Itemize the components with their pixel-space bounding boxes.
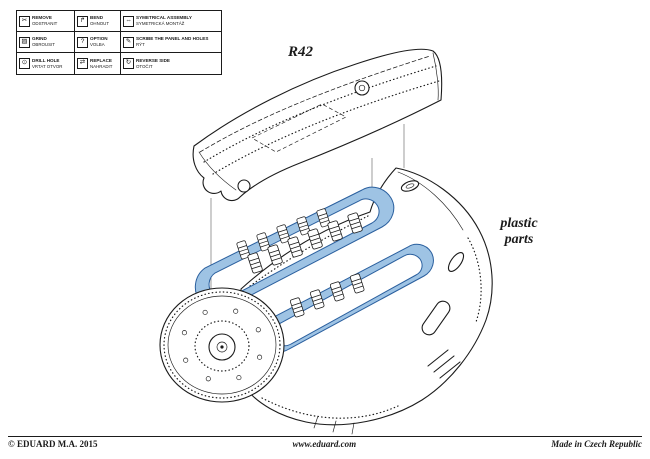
remove-icon: ✂	[19, 15, 30, 27]
legend-label-cz: OHNOUT	[90, 21, 110, 27]
bend-icon: ↱	[77, 15, 88, 27]
symmetry-icon: ⇔	[123, 15, 134, 27]
legend-label-en: BEND	[90, 15, 104, 21]
legend-label-en: DRILL HOLE	[32, 57, 60, 63]
legend-item-option: ? OPTION VOLBA	[75, 32, 121, 53]
legend-label-cz: SYMETRICKÁ MONTÁŽ	[136, 21, 185, 27]
side-slot	[421, 300, 451, 336]
legend-item-symmetrical-assembly: ⇔ SYMETRICAL ASSEMBLY SYMETRICKÁ MONTÁŽ	[121, 11, 221, 32]
top-cowling-outline	[192, 48, 443, 202]
cowl-flap-lines	[313, 415, 355, 435]
legend-label-cz: RÝT	[136, 42, 145, 48]
website-text: www.eduard.com	[292, 439, 357, 449]
grind-icon: ▨	[19, 36, 30, 48]
legend-label-en: SYMETRICAL ASSEMBLY	[136, 15, 192, 21]
legend-box: ✂ REMOVE ODSTRANIT ↱ BEND OHNOUT ⇔ SYMET…	[16, 10, 222, 75]
intake-hole	[400, 180, 420, 192]
replace-icon: ⇄	[77, 58, 88, 69]
legend-item-grind: ▨ GRIND OBROUSIT	[17, 32, 75, 53]
legend-label-en: REMOVE	[32, 15, 52, 21]
legend-label-cz: OBROUSIT	[32, 42, 55, 48]
legend-label-en: REVERSE SIDE	[136, 57, 170, 63]
copyright-text: © EDUARD M.A. 2015	[8, 439, 98, 449]
ring-bolts	[181, 308, 263, 382]
engine-cylinder	[266, 243, 284, 266]
option-icon: ?	[77, 36, 88, 48]
engine-assembly	[240, 167, 493, 435]
louvers	[427, 349, 461, 379]
legend-item-remove: ✂ REMOVE ODSTRANIT	[17, 11, 75, 32]
legend-label-cz: OTOČIT	[136, 63, 153, 69]
scribe-icon: ✎	[123, 36, 134, 48]
legend-label-en: REPLACE	[90, 57, 112, 63]
legend-label-cz: NAHRADIT	[90, 63, 113, 69]
legend-item-bend: ↱ BEND OHNOUT	[75, 11, 121, 32]
cowling-hole	[237, 179, 251, 193]
legend-item-drill-hole: ⊙ DRILL HOLE VRTAT OTVOR	[17, 53, 75, 74]
legend-label-en: SCRIBE THE PANEL AND HOLES	[136, 36, 209, 42]
footer: © EDUARD M.A. 2015 www.eduard.com Made i…	[8, 436, 642, 449]
legend-item-reverse-side: ↻ REVERSE SIDE OTOČIT	[121, 53, 221, 74]
drill-icon: ⊙	[19, 58, 30, 69]
side-hole	[447, 251, 465, 273]
plastic-parts-label: plastic parts	[500, 216, 538, 248]
top-cowling-part	[192, 48, 443, 202]
made-in-text: Made in Czech Republic	[551, 439, 642, 449]
engine-body-outline	[240, 167, 493, 426]
legend-label-cz: VRTAT OTVOR	[32, 63, 63, 69]
engine-cylinder	[246, 251, 264, 274]
legend-label-cz: VOLBA	[90, 42, 105, 48]
legend-label-en: OPTION	[90, 36, 108, 42]
reverse-icon: ↻	[123, 58, 134, 69]
legend-item-scribe: ✎ SCRIBE THE PANEL AND HOLES RÝT	[121, 32, 221, 53]
legend-label-cz: ODSTRANIT	[32, 21, 58, 27]
alignment-lines	[210, 124, 405, 302]
legend-label-en: GRIND	[32, 36, 47, 42]
legend-item-replace: ⇄ REPLACE NAHRADIT	[75, 53, 121, 74]
front-cowl-ring	[159, 287, 285, 403]
part-number-label: R42	[288, 44, 314, 60]
